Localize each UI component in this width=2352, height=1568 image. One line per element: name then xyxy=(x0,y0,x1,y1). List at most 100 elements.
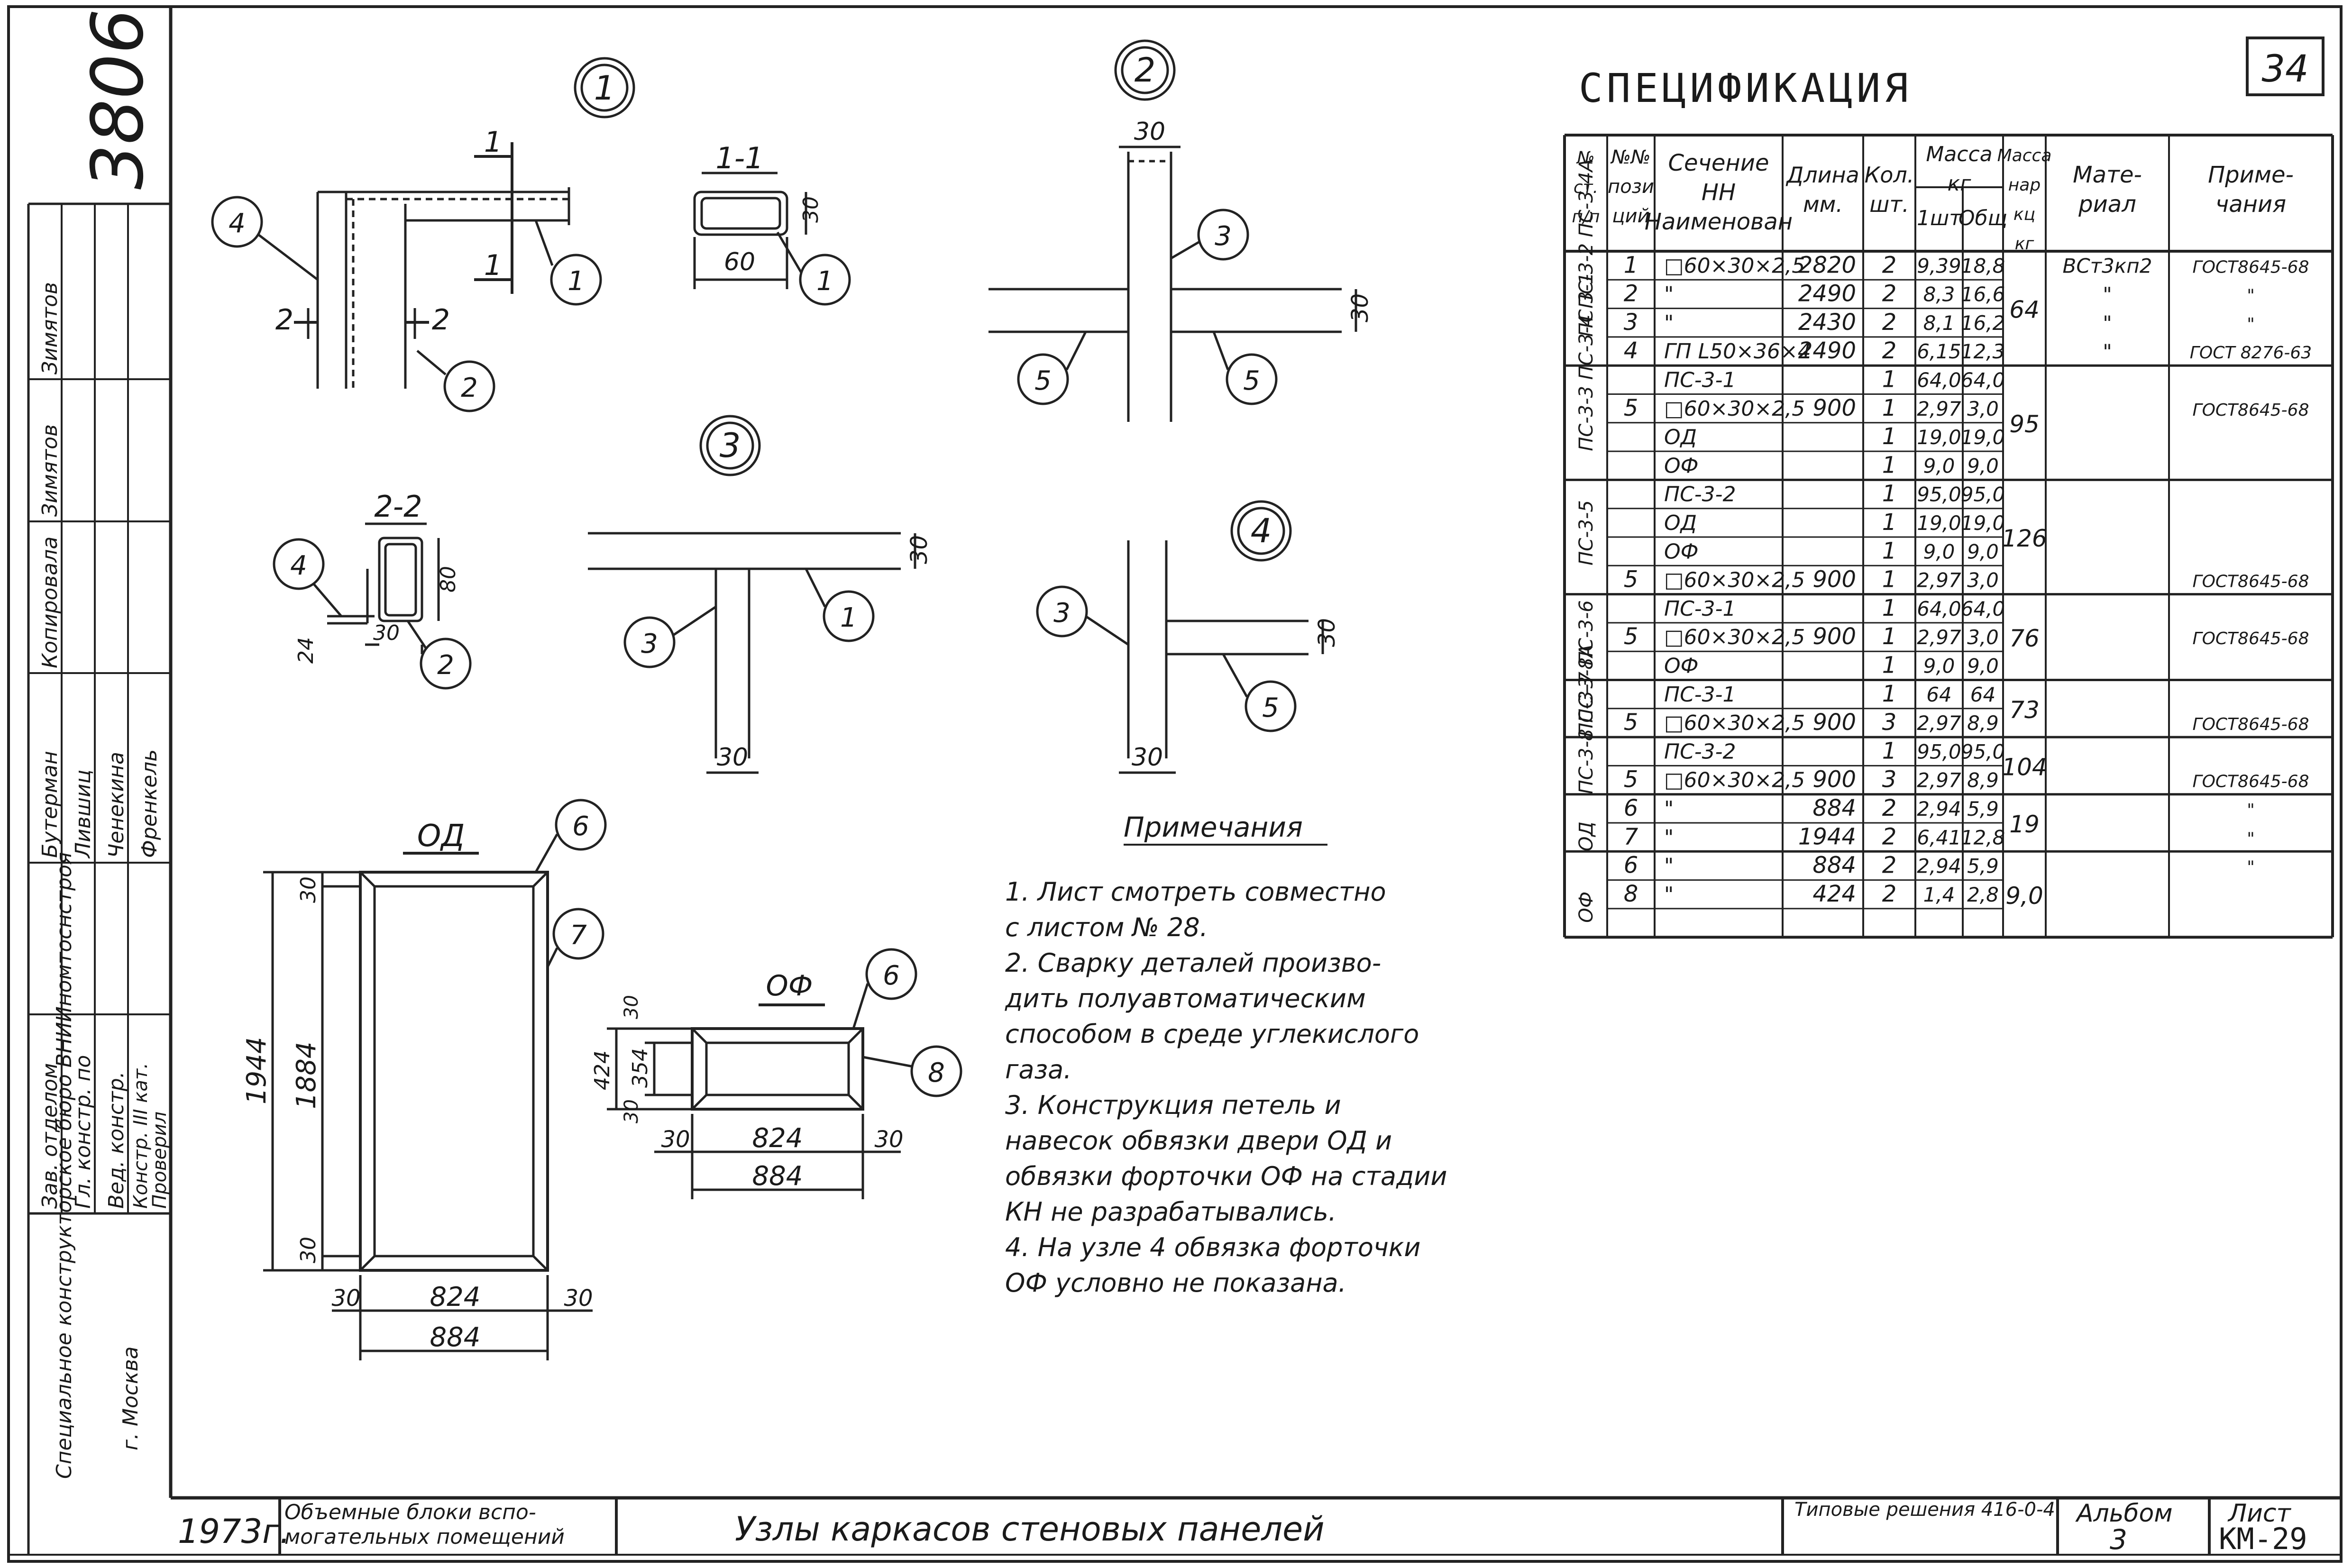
spec-cell-15-3: 1 xyxy=(1882,681,1897,707)
spec-cell-12-4: 64,0 xyxy=(1917,597,1961,620)
note-line-2: с листом № 28. xyxy=(1005,912,1208,942)
title-series: Типовые решения 416-0-4 xyxy=(1794,1500,2055,1521)
spec-cell-6-5: 19,0 xyxy=(1961,426,2005,449)
spec-cell-11-1: □60×30×2,5 xyxy=(1664,568,1805,593)
spec-cell-18-7: ГОСТ8645-68 xyxy=(2193,772,2309,792)
spec-head-c3-0: Длина xyxy=(1785,162,1859,188)
spec-cell-2-5: 16,2 xyxy=(1961,311,2005,335)
spec-cell-18-0: 5 xyxy=(1624,766,1638,793)
spec-cell-0-2: 2820 xyxy=(1798,252,1856,278)
spec-cell-21-5: 5,9 xyxy=(1967,855,1999,878)
dim-30-of-right: 30 xyxy=(874,1126,903,1153)
callout-2-node1: 2 xyxy=(461,373,478,403)
spec-cell-5-2: 900 xyxy=(1812,395,1856,421)
stamp-organization: Специальное конструкторское бюро ВНИИном… xyxy=(52,852,76,1479)
spec-cell-5-3: 1 xyxy=(1882,395,1897,421)
node-4-label: 4 xyxy=(1251,511,1272,550)
dim-824-od: 824 xyxy=(430,1282,481,1313)
spec-cell-3-1: ГП L50×36×4 xyxy=(1664,339,1811,364)
spec-cell-9-4: 19,0 xyxy=(1917,511,1961,535)
spec-cell-1-0: 2 xyxy=(1624,281,1638,307)
spec-cell-21-2: 884 xyxy=(1812,852,1856,879)
spec-cell-4-1: ПС-3-1 xyxy=(1664,368,1736,392)
spec-cell-5-5: 3,0 xyxy=(1967,397,1999,420)
spec-head-c6-0: Масса xyxy=(1997,146,2052,165)
node-2-drawing xyxy=(988,39,1357,422)
note-line-3: 2. Сварку деталей произво- xyxy=(1005,948,1381,978)
spec-group-mass-6: 19 xyxy=(2009,811,2040,838)
spec-cell-22-4: 1,4 xyxy=(1923,883,1955,906)
spec-group-3: ПС-3-6 xyxy=(1575,600,1597,665)
title-album-label: Альбом xyxy=(2075,1499,2173,1528)
spec-cell-7-1: ОФ xyxy=(1664,454,1699,478)
stamp-name-3: Ченекина xyxy=(104,752,128,858)
spec-cell-19-0: 6 xyxy=(1624,795,1638,821)
spec-cell-18-2: 900 xyxy=(1812,766,1856,793)
spec-cell-7-4: 9,0 xyxy=(1923,454,1955,477)
spec-cell-9-5: 19,0 xyxy=(1961,511,2005,535)
spec-cell-20-0: 7 xyxy=(1624,823,1638,850)
spec-cell-18-4: 2,97 xyxy=(1917,769,1961,792)
spec-cell-19-1: " xyxy=(1664,797,1674,821)
spec-cell-3-2: 2490 xyxy=(1798,337,1856,364)
spec-cell-12-3: 1 xyxy=(1882,595,1897,621)
spec-cell-0-0: 1 xyxy=(1624,252,1638,278)
spec-cell-15-1: ПС-3-1 xyxy=(1664,683,1736,707)
spec-table: №ст.п/п№№позицийСечениеНННаименованДлина… xyxy=(1563,134,2334,939)
callout-4-node1: 4 xyxy=(229,208,246,239)
title-sheet-label: Лист xyxy=(2227,1499,2291,1528)
section-1-1 xyxy=(693,172,851,306)
spec-cell-11-2: 900 xyxy=(1812,566,1856,593)
spec-cell-3-7: ГОСТ 8276-63 xyxy=(2190,343,2312,363)
title-sheet-title: Узлы каркасов стеновых панелей xyxy=(735,1510,1325,1549)
stamp-sign-col-3: Копировала xyxy=(38,537,62,668)
spec-cell-6-4: 19,0 xyxy=(1917,426,1961,449)
stamp-name-2: Лившиц xyxy=(71,770,95,859)
spec-cell-16-4: 2,97 xyxy=(1917,711,1961,735)
spec-cell-7-3: 1 xyxy=(1882,452,1897,478)
title-project-box: Объемные блоки вспо- могательных помещен… xyxy=(284,1500,565,1549)
title-block xyxy=(278,1498,2211,1555)
spec-cell-11-0: 5 xyxy=(1624,566,1638,593)
spec-cell-3-3: 2 xyxy=(1882,337,1897,364)
spec-cell-13-1: □60×30×2,5 xyxy=(1664,625,1805,649)
spec-head-c7-0: Мате- xyxy=(2073,162,2142,188)
dim-30-node2-side: 30 xyxy=(1347,293,1373,322)
dim-24: 24 xyxy=(294,637,318,664)
spec-head-c4-0: Кол. xyxy=(1865,162,1914,188)
spec-cell-1-5: 16,6 xyxy=(1961,283,2005,306)
spec-cell-14-3: 1 xyxy=(1882,652,1897,679)
note-line-1: 1. Лист смотреть совместно xyxy=(1005,877,1386,907)
note-line-10: КН не разрабатывались. xyxy=(1005,1197,1336,1227)
spec-head-c1-2: ций xyxy=(1612,205,1649,227)
section-2-2 xyxy=(273,522,472,690)
callout-1-node3: 1 xyxy=(840,602,857,633)
spec-cell-0-6: ВСт3кп2 xyxy=(2063,254,2152,277)
cut-1-top: 1 xyxy=(484,126,502,159)
spec-cell-16-0: 5 xyxy=(1624,709,1638,736)
spec-head-c0-2: п/п xyxy=(1572,207,1600,227)
stamp-role-5: Проверил xyxy=(149,1112,171,1209)
title-project: Объемные блоки вспо- могательных помещен… xyxy=(284,1500,565,1549)
spec-group-4: ПС-3-7 xyxy=(1575,671,1597,737)
dim-30-od-right: 30 xyxy=(564,1285,593,1312)
title-series-box: Типовые решения 416-0-4 xyxy=(1794,1500,2055,1521)
dim-30-of-left: 30 xyxy=(661,1126,690,1153)
spec-cell-16-2: 900 xyxy=(1812,709,1856,736)
spec-head-c2-1: НН xyxy=(1702,179,1736,206)
spec-group-6: ОД xyxy=(1575,821,1597,851)
spec-head-c5a: 1шт xyxy=(1917,206,1962,230)
spec-cell-4-4: 64,0 xyxy=(1917,369,1961,392)
spec-cell-18-5: 8,9 xyxy=(1967,769,1999,792)
spec-cell-1-4: 8,3 xyxy=(1923,283,1955,306)
spec-head-c6-2: кц xyxy=(2013,205,2035,224)
spec-head-c5-0: Масса xyxy=(1926,142,1992,166)
spec-head-c8-1: чания xyxy=(2215,191,2286,218)
spec-cell-3-0: 4 xyxy=(1624,337,1638,364)
spec-cell-13-4: 2,97 xyxy=(1917,626,1961,649)
stamp-role-3: Вед. констр. xyxy=(104,1071,128,1209)
spec-cell-2-0: 3 xyxy=(1624,309,1638,336)
spec-head-c4-1: шт. xyxy=(1869,191,1909,217)
spec-cell-6-3: 1 xyxy=(1882,423,1897,450)
spec-cell-13-7: ГОСТ8645-68 xyxy=(2193,629,2309,648)
